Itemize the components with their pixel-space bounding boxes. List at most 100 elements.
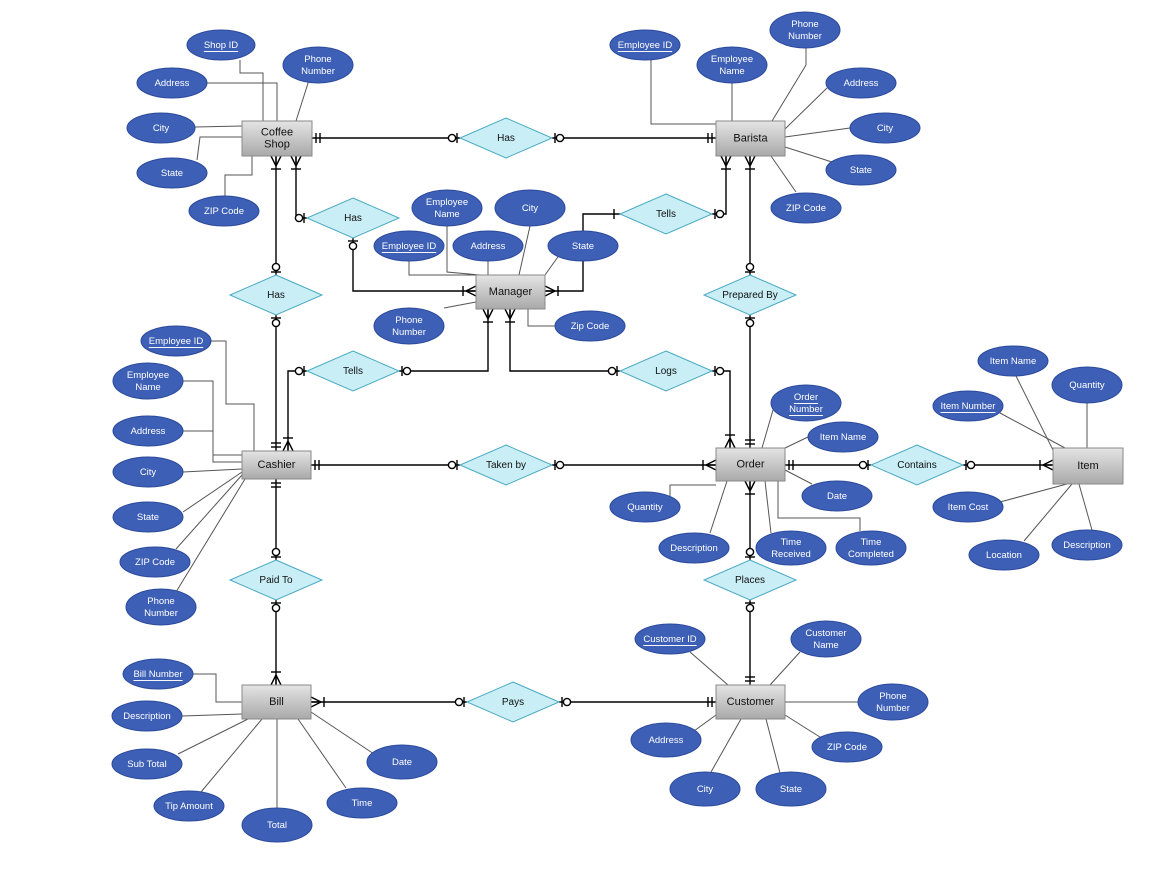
attribute-line-ca_zip xyxy=(175,474,243,550)
relationship-rel-paid-to[interactable]: Paid To xyxy=(228,559,324,601)
attribute-cu-state[interactable]: State xyxy=(755,771,827,807)
attribute-ba-zip[interactable]: ZIP Code xyxy=(770,192,842,224)
attribute-it-description[interactable]: Description xyxy=(1051,529,1123,561)
attribute-label: Tip Amount xyxy=(165,801,213,812)
attribute-cs-shop-id[interactable]: Shop ID xyxy=(186,29,256,61)
attribute-it-item-number[interactable]: Item Number xyxy=(932,390,1004,422)
attribute-line-or_date xyxy=(784,469,813,485)
attribute-cs-city[interactable]: City xyxy=(126,112,196,144)
attribute-ba-city[interactable]: City xyxy=(849,112,921,144)
attribute-bi-tip-amount[interactable]: Tip Amount xyxy=(153,790,225,822)
relationship-rel-tells-manager-barista[interactable]: Tells xyxy=(618,193,714,235)
attribute-line-mg_city xyxy=(518,225,531,276)
attribute-mg-address[interactable]: Address xyxy=(452,230,524,262)
attribute-ba-state[interactable]: State xyxy=(825,154,897,186)
attribute-label: ZIP Code xyxy=(786,203,826,214)
entity-order[interactable]: Order xyxy=(715,447,786,482)
attribute-bi-sub-total[interactable]: Sub Total xyxy=(111,748,183,780)
attribute-line-ca_city xyxy=(182,468,243,473)
attribute-bi-total[interactable]: Total xyxy=(241,807,313,843)
relationship-rel-prepared-by[interactable]: Prepared By xyxy=(702,274,798,316)
attribute-line-or_time_received xyxy=(764,480,772,534)
cardinality-marker xyxy=(462,285,477,297)
entity-bill[interactable]: Bill xyxy=(241,684,312,720)
attribute-cs-zip[interactable]: ZIP Code xyxy=(188,195,260,227)
attribute-it-location[interactable]: Location xyxy=(968,539,1040,571)
attribute-ellipse xyxy=(136,67,208,99)
attribute-or-description[interactable]: Description xyxy=(658,532,730,564)
attribute-ellipse xyxy=(658,532,730,564)
relationship-rel-has-shop-manager[interactable]: Has xyxy=(305,197,401,239)
attribute-ca-zip[interactable]: ZIP Code xyxy=(119,546,191,578)
relationship-diamond xyxy=(618,193,714,235)
attribute-label: Employee ID xyxy=(382,241,437,252)
attribute-cu-city[interactable]: City xyxy=(669,771,741,807)
relationship-rel-tells-manager-cashier[interactable]: Tells xyxy=(305,350,401,392)
cardinality-marker xyxy=(858,460,869,470)
attribute-it-item-name[interactable]: Item Name xyxy=(977,345,1049,377)
attribute-it-quantity[interactable]: Quantity xyxy=(1051,366,1123,404)
attribute-label: City xyxy=(153,123,170,134)
attribute-label: Shop ID xyxy=(204,40,238,51)
attribute-cu-customer-id[interactable]: Customer ID xyxy=(634,623,706,655)
attribute-line-mg_phone xyxy=(443,301,477,309)
relationship-rel-logs[interactable]: Logs xyxy=(618,350,714,392)
attribute-mg-state[interactable]: State xyxy=(547,230,619,262)
attribute-mg-city[interactable]: City xyxy=(494,189,566,227)
attribute-cu-address[interactable]: Address xyxy=(630,722,702,758)
attribute-bi-time[interactable]: Time xyxy=(326,787,398,819)
entity-item[interactable]: Item xyxy=(1052,447,1124,485)
attribute-it-item-cost[interactable]: Item Cost xyxy=(932,491,1004,523)
entity-barista[interactable]: Barista xyxy=(715,120,786,157)
relationship-rel-has-shop-cashier[interactable]: Has xyxy=(228,274,324,316)
attribute-line-it_location xyxy=(1023,483,1073,542)
attribute-bi-date[interactable]: Date xyxy=(366,744,438,780)
relationship-rel-has-shop-barista[interactable]: Has xyxy=(458,117,554,159)
entity-manager[interactable]: Manager xyxy=(475,274,546,310)
attribute-or-item-name[interactable]: Item Name xyxy=(807,421,879,453)
relationship-diamond xyxy=(458,444,554,486)
attribute-or-date[interactable]: Date xyxy=(801,480,873,512)
attribute-ba-employee-id[interactable]: Employee ID xyxy=(609,29,681,61)
relationship-rel-pays[interactable]: Pays xyxy=(465,681,561,723)
attribute-ba-address[interactable]: Address xyxy=(825,67,897,99)
cardinality-marker xyxy=(561,697,572,707)
attribute-cu-zip[interactable]: ZIP Code xyxy=(811,731,883,763)
attribute-ca-employee-id[interactable]: Employee ID xyxy=(140,325,212,357)
attribute-ca-address[interactable]: Address xyxy=(112,415,184,447)
cardinality-marker xyxy=(447,460,458,470)
attribute-mg-employee-id[interactable]: Employee ID xyxy=(373,230,445,262)
attribute-label: City xyxy=(140,467,157,478)
relationship-rel-contains[interactable]: Contains xyxy=(869,444,965,486)
attribute-mg-zip[interactable]: Zip Code xyxy=(554,310,626,342)
attribute-label: Description xyxy=(1063,540,1111,551)
relationship-rel-places[interactable]: Places xyxy=(702,559,798,601)
relationship-label: Contains xyxy=(897,460,936,471)
attribute-bi-description[interactable]: Description xyxy=(111,700,183,732)
attribute-ellipse xyxy=(122,658,194,690)
attribute-ca-city[interactable]: City xyxy=(112,456,184,488)
attribute-ca-state[interactable]: State xyxy=(112,501,184,533)
entity-customer[interactable]: Customer xyxy=(715,684,786,720)
relationship-rel-taken-by[interactable]: Taken by xyxy=(458,444,554,486)
attribute-cs-state[interactable]: State xyxy=(136,157,208,189)
attribute-cs-address[interactable]: Address xyxy=(136,67,208,99)
cardinality-marker xyxy=(714,366,725,376)
entity-cashier[interactable]: Cashier xyxy=(241,450,312,480)
attribute-bi-bill-number[interactable]: Bill Number xyxy=(122,658,194,690)
attribute-or-quantity[interactable]: Quantity xyxy=(609,491,681,523)
